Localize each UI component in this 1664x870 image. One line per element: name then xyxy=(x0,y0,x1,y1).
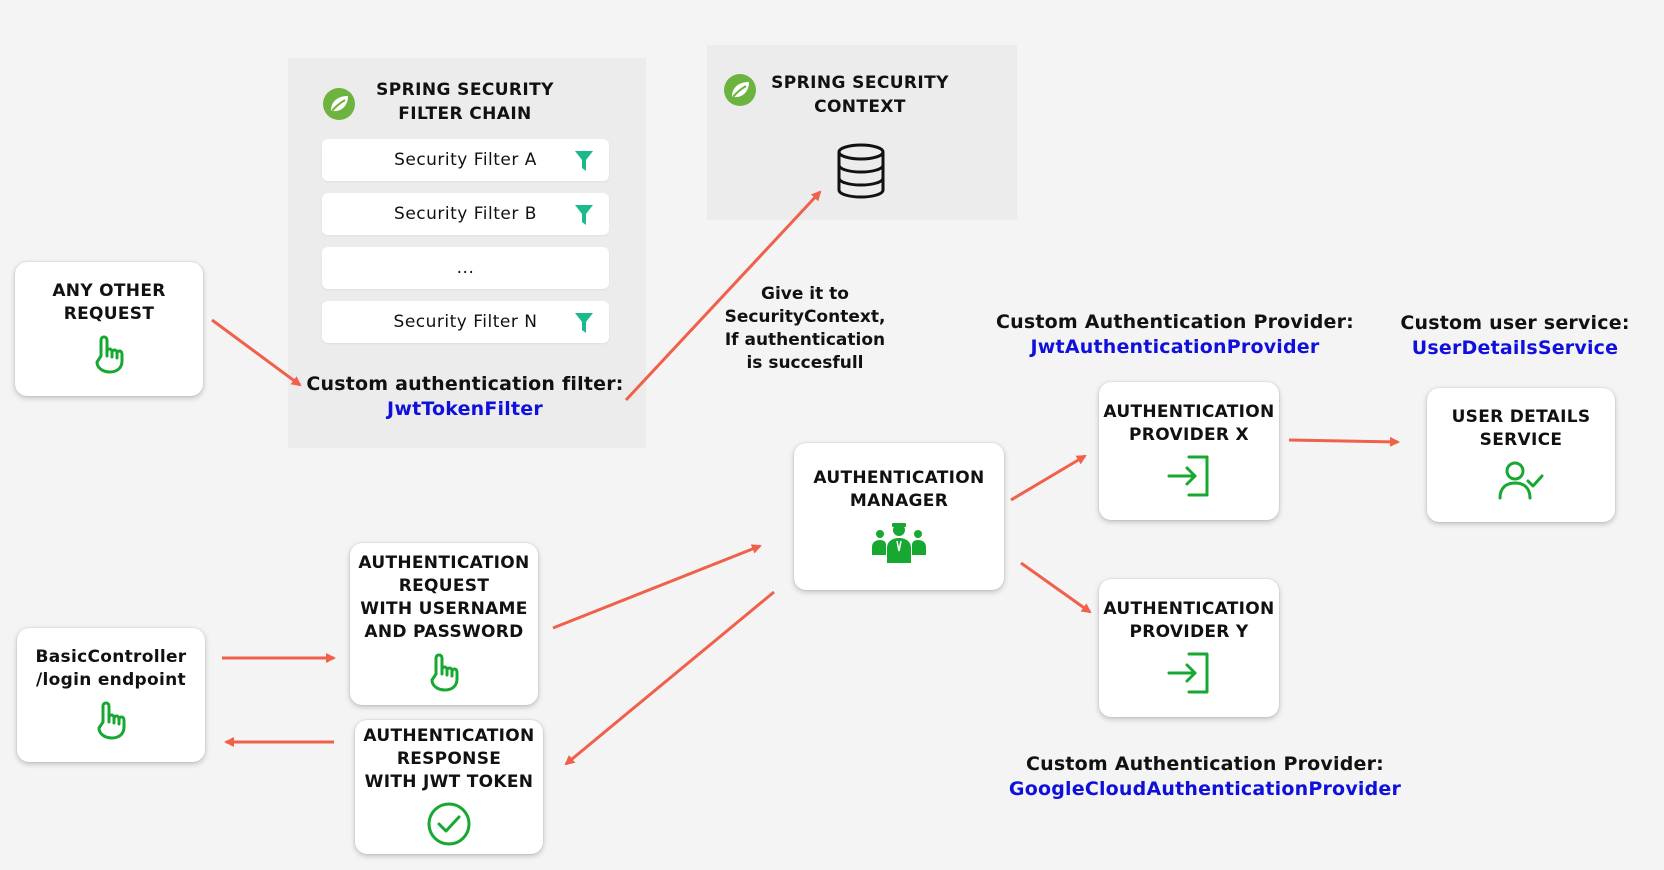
arrow-provider-x-to-user-service xyxy=(1288,436,1400,447)
user-service-class: UserDetailsService xyxy=(1411,337,1619,359)
provider-y-caption-text: Custom Authentication Provider: xyxy=(1026,753,1384,775)
security-context-panel xyxy=(707,45,1017,220)
pointing-hand-icon xyxy=(92,334,126,378)
arrow-manager-to-provider-y xyxy=(1020,561,1092,614)
provider-x-class: JwtAuthenticationProvider xyxy=(1030,336,1320,358)
basic-controller-card: BasicController /login endpoint xyxy=(17,628,205,762)
authentication-provider-y-card: AUTHENTICATION PROVIDER Y xyxy=(1099,579,1279,717)
security-context-title: SPRING SECURITY CONTEXT xyxy=(771,73,949,117)
user-check-icon xyxy=(1498,460,1544,504)
user-details-service-card: USER DETAILS SERVICE xyxy=(1427,388,1615,522)
security-filter-label: Security Filter N xyxy=(393,312,538,332)
funnel-icon xyxy=(575,151,593,175)
custom-filter-caption: Custom authentication filter: JwtTokenFi… xyxy=(300,372,630,422)
login-icon xyxy=(1167,652,1211,698)
provider-y-caption: Custom Authentication Provider: GoogleCl… xyxy=(1000,752,1410,802)
custom-filter-class: JwtTokenFilter xyxy=(387,398,543,420)
arrow-request-to-manager xyxy=(552,544,762,630)
security-filter-label: Security Filter A xyxy=(394,150,537,170)
authentication-request-card: AUTHENTICATION REQUEST WITH USERNAME AND… xyxy=(350,543,538,705)
any-other-request-label: ANY OTHER REQUEST xyxy=(52,281,166,324)
arrow-request-to-filter xyxy=(211,318,302,387)
security-filter-b: Security Filter B xyxy=(322,193,609,235)
arrow-manager-to-provider-x xyxy=(1010,454,1087,502)
provider-y-class: GoogleCloudAuthenticationProvider xyxy=(1008,778,1402,800)
authentication-response-label: AUTHENTICATION RESPONSE WITH JWT TOKEN xyxy=(363,725,535,792)
basic-controller-label: BasicController /login endpoint xyxy=(35,647,187,690)
security-filter-label: Security Filter B xyxy=(394,204,537,224)
authentication-provider-x-label: AUTHENTICATION PROVIDER X xyxy=(1103,402,1275,445)
user-service-caption: Custom user service: UserDetailsService xyxy=(1390,311,1640,361)
security-filter-label: ... xyxy=(456,258,475,278)
authentication-provider-x-card: AUTHENTICATION PROVIDER X xyxy=(1099,382,1279,520)
login-icon xyxy=(1167,455,1211,501)
spring-leaf-icon xyxy=(723,73,757,111)
authentication-response-card: AUTHENTICATION RESPONSE WITH JWT TOKEN xyxy=(355,720,543,854)
user-details-service-label: USER DETAILS SERVICE xyxy=(1451,407,1591,450)
authentication-manager-card: AUTHENTICATION MANAGER xyxy=(794,443,1004,590)
provider-x-caption: Custom Authentication Provider: JwtAuthe… xyxy=(985,310,1365,360)
security-filter-n: Security Filter N xyxy=(322,301,609,343)
funnel-icon xyxy=(575,205,593,229)
custom-filter-caption-text: Custom authentication filter: xyxy=(306,373,624,395)
pointing-hand-icon xyxy=(94,700,128,744)
pointing-hand-icon xyxy=(427,652,461,696)
authentication-request-label: AUTHENTICATION REQUEST WITH USERNAME AND… xyxy=(358,553,530,642)
authentication-manager-label: AUTHENTICATION MANAGER xyxy=(813,467,985,511)
arrow-manager-to-response xyxy=(564,590,775,766)
authentication-provider-y-label: AUTHENTICATION PROVIDER Y xyxy=(1103,599,1275,642)
team-icon xyxy=(871,521,927,567)
arrow-filter-to-context xyxy=(624,190,822,402)
filter-chain-title: SPRING SECURITY FILTER CHAIN xyxy=(376,80,554,124)
database-icon xyxy=(836,143,886,203)
provider-x-caption-text: Custom Authentication Provider: xyxy=(996,311,1354,333)
user-service-caption-text: Custom user service: xyxy=(1400,312,1630,334)
any-other-request-card: ANY OTHER REQUEST xyxy=(15,262,203,396)
security-filter-a: Security Filter A xyxy=(322,139,609,181)
check-circle-icon xyxy=(427,802,471,850)
security-filter-ellipsis: ... xyxy=(322,247,609,289)
funnel-icon xyxy=(575,313,593,337)
spring-leaf-icon xyxy=(322,87,356,125)
context-note: Give it to SecurityContext, If authentic… xyxy=(724,284,886,373)
